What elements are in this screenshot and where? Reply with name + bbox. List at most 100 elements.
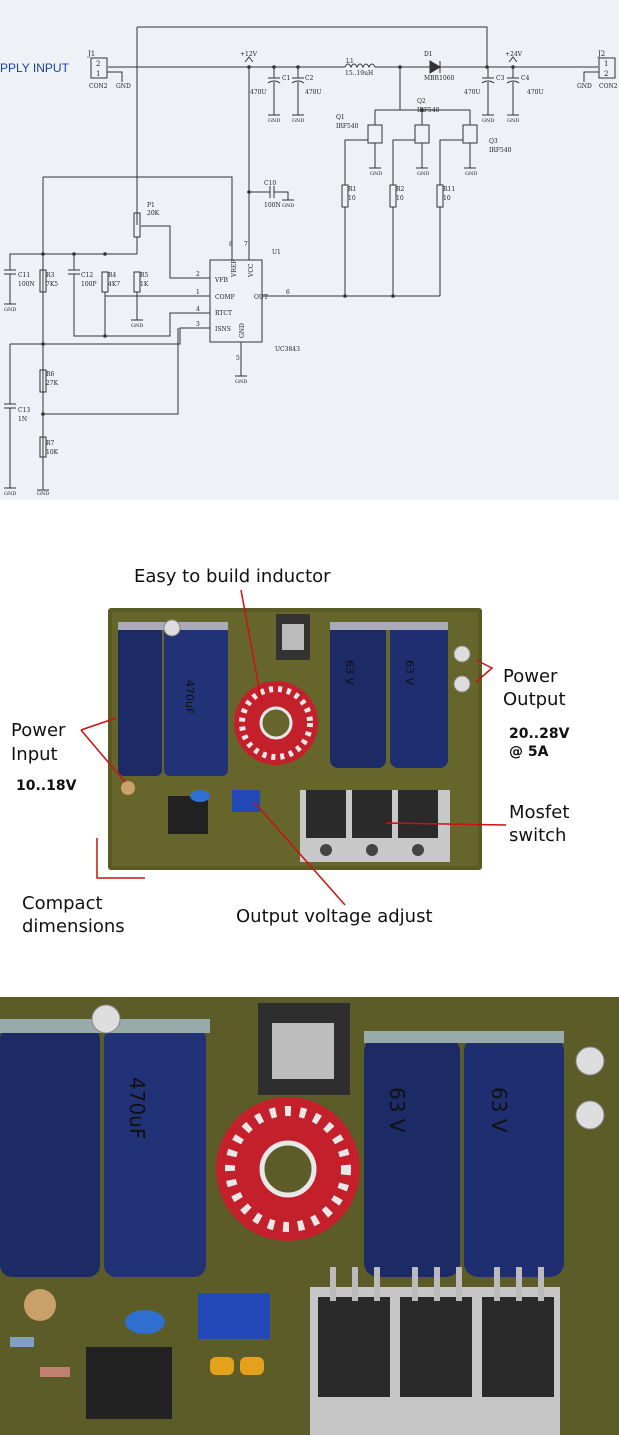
- supply-input-label: PPLY INPUT: [0, 61, 70, 75]
- label-mosfet-1: Mosfet: [509, 802, 569, 823]
- ic-pinnum-rtct: 4: [196, 306, 200, 313]
- ic-pinnum-vcc: 7: [244, 241, 248, 248]
- ic-pin-gnd: GND: [239, 323, 246, 338]
- label-power-output-2: Output: [503, 689, 566, 710]
- c1-value: 470U: [250, 89, 267, 96]
- l1-ref: L1: [346, 58, 354, 65]
- gnd-c11: GND: [4, 307, 16, 313]
- c11-ref: C11: [18, 272, 30, 279]
- label-output-spec-2: @ 5A: [509, 744, 549, 760]
- gnd-r5: GND: [131, 323, 143, 329]
- r7-ref: R7: [46, 440, 55, 447]
- ic-pin-isns: ISNS: [215, 326, 231, 333]
- r2-value: 10: [396, 195, 404, 202]
- label-power-input-2: Input: [11, 744, 58, 765]
- c11-value: 100N: [18, 281, 35, 288]
- d1-ref: D1: [424, 51, 433, 58]
- ic-pinnum-gnd: 5: [236, 355, 240, 362]
- p1-value: 20K: [147, 210, 160, 217]
- c13-ref: C13: [18, 407, 30, 414]
- c1-ref: C1: [282, 75, 290, 82]
- board-closeup-panel: 470uF 63 V 63 V: [0, 997, 619, 1435]
- u1-ref: U1: [272, 249, 281, 256]
- r2-ref: R2: [396, 186, 405, 193]
- gnd-c10: GND: [282, 203, 294, 209]
- j1-ref: J1: [87, 50, 95, 58]
- closeup-cap-marking-2: 63 V: [487, 1087, 511, 1133]
- ic-pin-vref: VREF: [231, 260, 238, 278]
- j1-pin-a: 2: [96, 60, 100, 68]
- j1-gnd: GND: [116, 83, 131, 90]
- ic-pinnum-vref: 8: [229, 241, 233, 248]
- p1-ref: P1: [147, 202, 155, 209]
- r11-value: 10: [443, 195, 451, 202]
- gnd-q2: GND: [417, 171, 429, 177]
- rail-12v-label: +12V: [240, 51, 258, 58]
- c2-ref: C2: [305, 75, 314, 82]
- d1-value: MBR1060: [424, 75, 455, 82]
- q1-value: IRF540: [336, 123, 359, 130]
- closeup-inductor-toroid: [216, 1097, 360, 1241]
- label-output-spec-1: 20..28V: [509, 726, 570, 742]
- gnd-c4: GND: [507, 118, 519, 124]
- label-voltage-adjust: Output voltage adjust: [236, 906, 433, 927]
- gnd-q3: GND: [465, 171, 477, 177]
- c2-value: 470U: [305, 89, 322, 96]
- label-input-spec: 10..18V: [16, 778, 77, 794]
- q2-ref: Q2: [417, 98, 426, 105]
- j2-pin-a: 1: [604, 60, 608, 68]
- output-cap-marking-2: 63 V: [403, 660, 416, 685]
- c4-ref: C4: [521, 75, 530, 82]
- c13-value: 1N: [18, 416, 27, 423]
- mosfet-heatsinks: [300, 790, 450, 862]
- ic-pinnum-isns: 3: [196, 321, 200, 328]
- r5-ref: R5: [140, 272, 149, 279]
- j2-type: CON2: [599, 83, 618, 90]
- ic-pin-vcc: VCC: [248, 263, 255, 278]
- c4-value: 470U: [527, 89, 544, 96]
- j2-ref: J2: [597, 50, 605, 58]
- r4-ref: R4: [108, 272, 117, 279]
- r1-value: 10: [348, 195, 356, 202]
- ic-pin-vfb: VFB: [214, 277, 228, 284]
- label-compact-1: Compact: [22, 893, 103, 914]
- board-closeup-illustration: 470uF 63 V 63 V: [0, 997, 619, 1435]
- ic-pin-rtct: RTCT: [215, 310, 232, 317]
- output-capacitors: 63 V 63 V: [330, 622, 448, 768]
- schematic-diagram: PPLY INPUT J1 2 1 CON2 GND J2 1 2 CON2 G…: [0, 26, 618, 497]
- ic-pin-comp: COMP: [215, 294, 235, 301]
- c3-value: 470U: [464, 89, 481, 96]
- gnd-c1: GND: [268, 118, 280, 124]
- j1-type: CON2: [89, 83, 108, 90]
- j2-pin-b: 2: [604, 70, 608, 78]
- gnd-c13: GND: [4, 491, 16, 497]
- closeup-trim-pot: [198, 1293, 270, 1339]
- closeup-mosfets: [310, 1267, 560, 1435]
- label-compact-2: dimensions: [22, 916, 125, 937]
- annotated-board-panel: 470uF 63 V 63 V: [0, 500, 619, 997]
- c10-value: 100N: [264, 202, 281, 209]
- gnd-ic: GND: [235, 379, 247, 385]
- closeup-cap-marking-1: 63 V: [385, 1087, 409, 1133]
- ic-pin-out: OUT: [254, 294, 268, 301]
- q1-ref: Q1: [336, 114, 345, 121]
- callout-lines: [80, 589, 507, 906]
- r4-value: 4K7: [108, 281, 120, 288]
- annotated-board-illustration: 470uF 63 V 63 V: [11, 566, 570, 937]
- gnd-c3: GND: [482, 118, 494, 124]
- ic-pinnum-out: 6: [286, 289, 290, 296]
- j1-pin-b: 1: [96, 70, 100, 78]
- j2-gnd: GND: [577, 83, 592, 90]
- gnd-c2: GND: [292, 118, 304, 124]
- r1-ref: R1: [348, 186, 356, 193]
- label-inductor: Easy to build inductor: [134, 566, 331, 587]
- closeup-input-cap-marking: 470uF: [125, 1077, 149, 1139]
- closeup-input-capacitors: 470uF: [0, 1004, 210, 1277]
- controller-ic: [168, 796, 208, 834]
- inductor-toroid: [234, 681, 318, 765]
- r3-value: 7K5: [46, 281, 58, 288]
- u1-part: UC3843: [275, 346, 300, 353]
- r6-value: 27K: [46, 380, 59, 387]
- trim-pot: [232, 790, 260, 812]
- q2-value: IRF540: [417, 107, 440, 114]
